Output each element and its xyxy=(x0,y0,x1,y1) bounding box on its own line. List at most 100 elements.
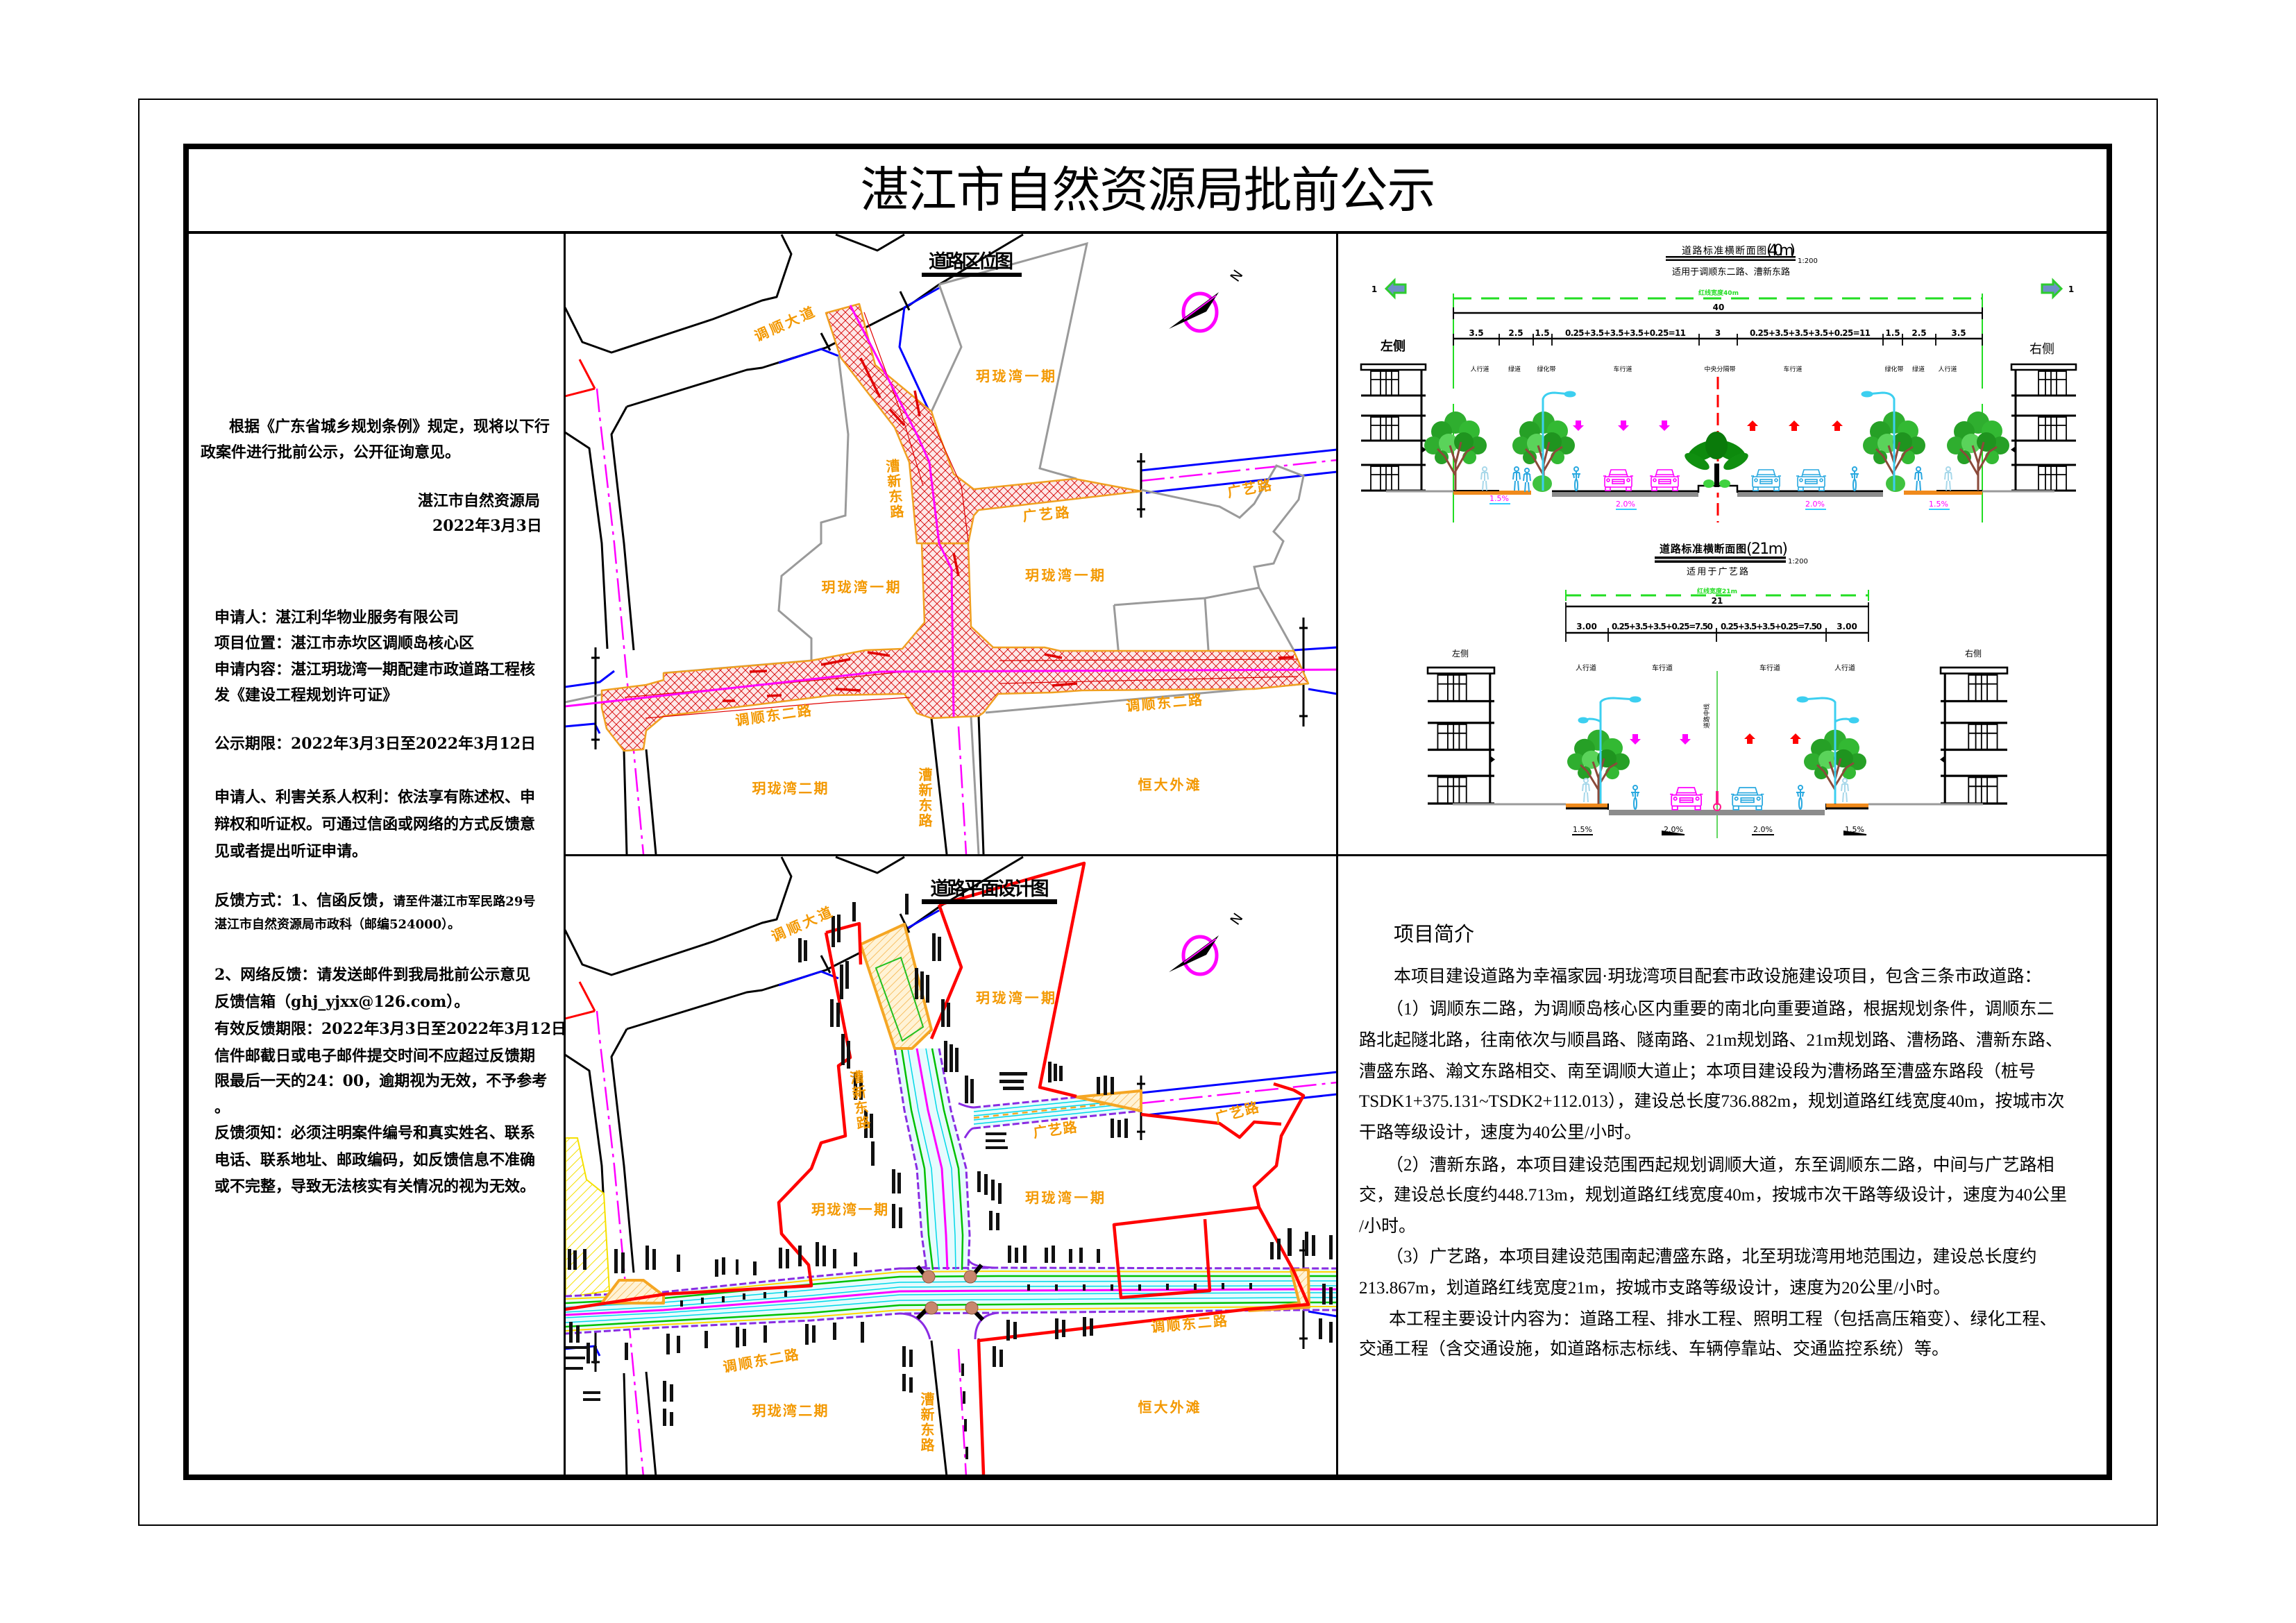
side-left-label: 左侧 xyxy=(1381,339,1406,354)
segment-width: 2.5 xyxy=(1911,328,1926,338)
arrow-up-icon xyxy=(1789,420,1800,431)
feedback-email: 反馈信箱（ghj_yjxx@126.com）。 xyxy=(214,993,470,1011)
project-intro-line: 交通工程（含交通设施，如道路标志标线、车辆停靠站、交通监控系统）等。 xyxy=(1359,1340,1950,1359)
section-marker: 1 xyxy=(1371,284,1377,294)
arrow-up-icon xyxy=(1744,733,1755,744)
segment-width: 1.5 xyxy=(1535,328,1549,338)
dimension-lines xyxy=(1565,602,1869,642)
cross-slope: 2.0% xyxy=(1753,825,1773,834)
road-construction-area xyxy=(600,303,1310,752)
arrow-up-icon xyxy=(1832,420,1843,431)
project-intro-line: /小时。 xyxy=(1359,1217,1416,1236)
lane-label: 绿道 xyxy=(1912,365,1925,373)
feedback-notes-line: 反馈须知：必须注明案件编号和真实姓名、联系 xyxy=(214,1124,536,1142)
arrow-down-icon xyxy=(1659,420,1670,431)
north-road-surface xyxy=(895,1048,970,1270)
total-width: 40 xyxy=(1713,303,1725,312)
curb-marks xyxy=(723,357,1294,702)
project-intro-line: 漕盛东路、瀚文东路相交、南至调顺大道止；本项目建设段为漕杨路至漕盛东路段（桩号 xyxy=(1359,1062,2036,1081)
feedback-notes-line: 电话、联系地址、邮政编码，如反馈信息不准确 xyxy=(214,1151,536,1169)
feedback-online-line: 信件邮截日或电子邮件提交时间不应超过反馈期 xyxy=(214,1047,536,1065)
outer-frame xyxy=(138,99,2158,1526)
main-road-surface xyxy=(566,1268,1336,1334)
cross-slope: 1.5% xyxy=(1573,825,1592,834)
map-title: 道路平面设计图 xyxy=(931,878,1049,900)
feedback-notes-line: 或不完整，导致无法核实有关情况的视为无效。 xyxy=(214,1178,536,1196)
north-end-lane-outline xyxy=(875,956,925,1042)
slope-underlines xyxy=(1489,503,1950,510)
project-intro-line: （1）调顺东二路，为调顺岛核心区内重要的南北向重要道路，根据规划条件，调顺东二 xyxy=(1386,1000,2054,1019)
project-intro-line: 213.867m，划道路红线宽度21m，按城市支路等级设计，速度为20公里/小时… xyxy=(1359,1279,1951,1298)
project-intro-line: （2）漕新东路，本项目建设范围西起规划调顺大道，东至调顺东二路，中间与广艺路相 xyxy=(1386,1156,2054,1175)
title-underline xyxy=(1666,256,1796,258)
project-intro-heading: 项目简介 xyxy=(1394,924,1475,946)
segment-width: 3.00 xyxy=(1837,622,1857,631)
lane-label: 人行道 xyxy=(1470,365,1489,373)
segment-width: 3.5 xyxy=(1951,328,1966,338)
center-bollard-icon xyxy=(1713,791,1721,811)
side-left-label: 左侧 xyxy=(1452,648,1469,658)
traffic-direction-arrows xyxy=(1630,733,1801,745)
project-intro-line: 路北起隧北路，往南依次与顺昌路、隧南路、21m规划路、21m规划路、漕杨路、漕新… xyxy=(1359,1031,2063,1050)
map-title: 道路区位图 xyxy=(929,250,1013,273)
applicant: 申请人：湛江利华物业服务有限公司 xyxy=(214,609,459,627)
street-lamp-icon xyxy=(1578,696,1859,804)
row-divider xyxy=(566,854,2107,856)
side-right-label: 右侧 xyxy=(2029,342,2054,357)
map-label-yuelongwan-phase1: 玥珑湾一期 xyxy=(822,579,900,595)
segment-width: 2.5 xyxy=(1508,328,1523,338)
cad-annotation-marks xyxy=(566,894,1333,1459)
feedback-letter-line: 反馈方式：1、信函反馈，请至件湛江市军民路29号 xyxy=(214,890,535,911)
map-label-guangyi-road: 广艺路 xyxy=(1022,504,1071,525)
rights-line: 申请人、利害关系人权利：依法享有陈述权、申 xyxy=(214,788,536,806)
location-map: N 道路区位图 调顺大道 玥珑湾一期 漕新东路 广艺路 广艺路 玥珑湾一期 玥珑… xyxy=(566,234,1336,854)
section-title: 道路标准横断面图 xyxy=(1660,543,1746,555)
arrow-down-icon xyxy=(1630,734,1641,745)
segment-width: 3.00 xyxy=(1576,622,1597,631)
shrub-icon xyxy=(1886,475,1905,492)
signature-org: 湛江市自然资源局 xyxy=(418,492,541,510)
map-label-yuelongwan-phase1: 玥珑湾一期 xyxy=(811,1201,888,1218)
project-intro-line: （3）广艺路，本项目建设范围南起漕盛东路，北至玥珑湾用地范围边，建设总长度约 xyxy=(1386,1248,2037,1266)
column-divider-left xyxy=(564,234,566,1475)
lane-label: 绿道 xyxy=(1508,365,1521,373)
title-underline xyxy=(1655,560,1786,563)
section-marker: 1 xyxy=(2068,284,2074,294)
slope-underlines xyxy=(1572,830,1867,835)
project-intro-line: 本项目建设道路为幸福家园·玥珑湾项目配套市政设施建设项目，包含三条市政道路： xyxy=(1394,967,2042,986)
red-line-label: 红线宽度21m xyxy=(1697,587,1737,595)
section-applies-to: 适用于调顺东二路、漕新东路 xyxy=(1672,266,1790,278)
arrow-down-icon xyxy=(1573,420,1584,431)
title-divider xyxy=(189,231,2107,234)
section-scale: 1:200 xyxy=(1798,257,1818,265)
ground-and-pavement xyxy=(1428,802,2007,815)
lane-lines xyxy=(624,312,1299,719)
lane-label: 车行道 xyxy=(1759,663,1780,672)
lane-label: 车行道 xyxy=(1783,365,1802,373)
segment-width: 0.25+3.5+3.5+0.25=7.50 xyxy=(1721,622,1822,631)
lane-label: 绿化带 xyxy=(1884,365,1903,373)
application-content: 申请内容：湛江玥珑湾一期配建市政道路工程核 xyxy=(214,661,536,679)
centerline-label: 道路中线 xyxy=(1703,704,1711,729)
lane-label: 绿化带 xyxy=(1537,365,1555,373)
dimension-lines xyxy=(1453,307,1983,346)
cross-section-21m: 道路标准横断面图 (21m) 1:200 适用于广艺路 红线宽度21m 21 3… xyxy=(1426,541,2009,838)
segment-width: 3.5 xyxy=(1469,328,1483,338)
lane-label: 人行道 xyxy=(1576,663,1596,672)
title-underline xyxy=(1655,556,1786,559)
side-right-label: 右侧 xyxy=(1965,648,1982,658)
project-intro-line: 干路等级设计，速度为40公里/小时。 xyxy=(1359,1123,1641,1142)
segment-width: 0.25+3.5+3.5+3.5+0.25=11 xyxy=(1750,328,1871,338)
segment-width: 0.25+3.5+3.5+0.25=7.50 xyxy=(1612,622,1713,631)
section-width-tag: (21m) xyxy=(1746,541,1788,558)
traffic-direction-arrows xyxy=(1573,420,1843,431)
project-location: 项目位置：湛江市赤坎区调顺岛核心区 xyxy=(214,634,475,652)
inner-frame xyxy=(183,144,2112,1480)
cross-section-40m: 道路标准横断面图 (40m) 1:200 适用于调顺东二路、漕新东路 1 1 红… xyxy=(1360,242,2077,522)
arrow-up-icon xyxy=(1790,733,1801,744)
palm-tree-icon xyxy=(1685,432,1748,488)
cross-slope: 1.5% xyxy=(1489,494,1509,503)
feedback-letter-label: 反馈方式：1、信函反馈， xyxy=(214,892,394,910)
